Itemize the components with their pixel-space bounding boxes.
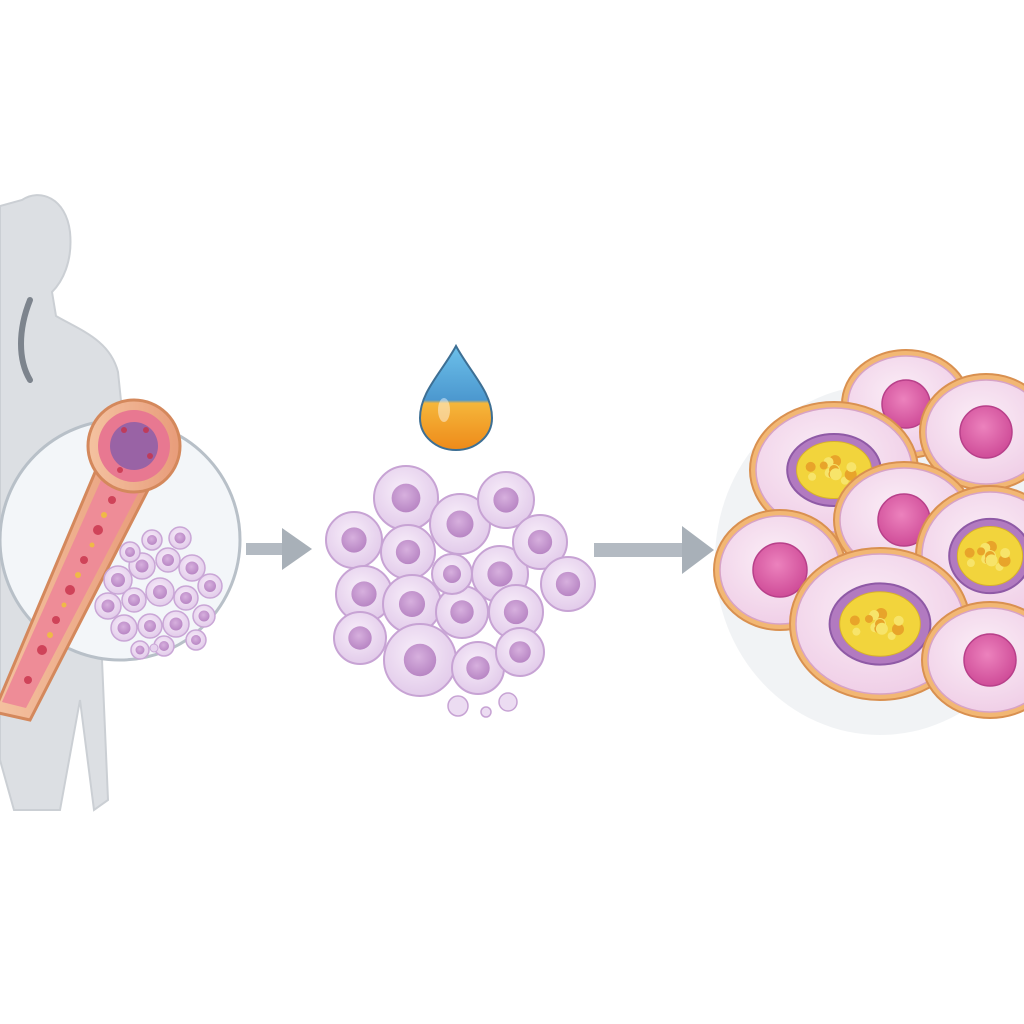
lipid-granule: [966, 559, 975, 568]
lipid-granule: [891, 623, 904, 636]
lipid-granule: [805, 461, 816, 472]
stem-cell-nucleus: [341, 527, 367, 553]
lipid-granules: [964, 540, 1011, 571]
stem-cell-nucleus: [446, 510, 474, 538]
stem-cell-nucleus: [493, 487, 519, 513]
femur-bone: [0, 398, 182, 722]
lipid-granule: [875, 622, 888, 635]
lipid-granule: [846, 462, 857, 473]
stem-cell-nucleus: [348, 626, 372, 650]
lipid-granule: [819, 461, 828, 470]
marrow-cell-nucleus: [174, 532, 186, 544]
stem-cell-fragment: [498, 692, 518, 712]
stem-cell-nucleus: [351, 581, 377, 607]
lipid-granule: [998, 554, 1011, 567]
marrow-cell-nucleus: [180, 592, 192, 604]
lipid-granule: [985, 554, 998, 567]
stem-cell-nucleus: [391, 483, 421, 513]
stem-cell-nucleus: [509, 641, 531, 663]
marrow-cell-nucleus: [135, 645, 145, 655]
growth-factor-drop-icon: [418, 343, 494, 452]
stem-cell-nucleus: [450, 600, 474, 624]
arrow-culture-to-adipocytes: [594, 526, 714, 574]
stem-cell-nucleus: [395, 539, 421, 565]
marrow-cell-nucleus: [101, 599, 115, 613]
stem-cell-nucleus: [503, 599, 529, 625]
lipid-granule: [964, 547, 975, 558]
stem-cell-nucleus: [403, 643, 437, 677]
marrow-cell-nucleus: [204, 580, 216, 592]
marrow-cell-fragment: [149, 643, 159, 653]
marrow-cell-nucleus: [111, 573, 125, 587]
marrow-cell-nucleus: [191, 635, 201, 645]
stem-cell-nucleus: [443, 565, 461, 583]
stem-cell-culture-stage: [325, 343, 596, 718]
lipid-granules: [805, 455, 857, 485]
lipid-granule: [1000, 548, 1011, 559]
lipid-granule: [864, 614, 873, 623]
lipid-granule: [844, 468, 857, 481]
marrow-cell-nucleus: [169, 617, 183, 631]
adipocyte-nucleus: [959, 405, 1013, 459]
bone-marrow-harvest-stage: [0, 194, 242, 812]
stem-cell-nucleus: [487, 561, 513, 587]
lipid-granule: [977, 547, 986, 556]
lipid-granule: [849, 615, 860, 626]
marrow-cell-cluster: [94, 526, 223, 660]
adipocyte-nucleus: [752, 542, 808, 598]
stem-cell-nucleus: [466, 656, 490, 680]
marrow-cell-nucleus: [125, 547, 135, 557]
lipid-granule: [887, 632, 896, 641]
stem-cell-fragment: [447, 695, 469, 717]
marrow-cell-nucleus: [198, 610, 210, 622]
lipid-granule: [829, 468, 842, 481]
lipid-granule: [852, 627, 861, 636]
stem-cell-nucleus: [398, 590, 426, 618]
stem-cell-nucleus: [555, 571, 581, 597]
lipid-granule: [893, 615, 904, 626]
marrow-cell-nucleus: [117, 621, 131, 635]
stem-cell-fragment: [480, 706, 492, 718]
stem-cell-nucleus: [527, 529, 553, 555]
stem-cell-cluster: [325, 465, 596, 718]
marrow-cell-nucleus: [162, 554, 174, 566]
marrow-cell-nucleus: [128, 594, 140, 606]
marrow-cell-nucleus: [144, 620, 156, 632]
lipid-granule: [808, 472, 817, 481]
marrow-cell-nucleus: [135, 559, 149, 573]
adipocyte-nucleus: [963, 633, 1017, 687]
differentiated-adipocytes-stage: [713, 349, 1024, 735]
marrow-cell-nucleus: [153, 585, 167, 599]
lipid-granules: [849, 607, 904, 641]
marrow-cell-nucleus: [185, 561, 199, 575]
marrow-cell-nucleus: [147, 535, 157, 545]
marrow-cell-nucleus: [159, 641, 169, 651]
arrow-harvest-to-culture: [246, 528, 312, 570]
